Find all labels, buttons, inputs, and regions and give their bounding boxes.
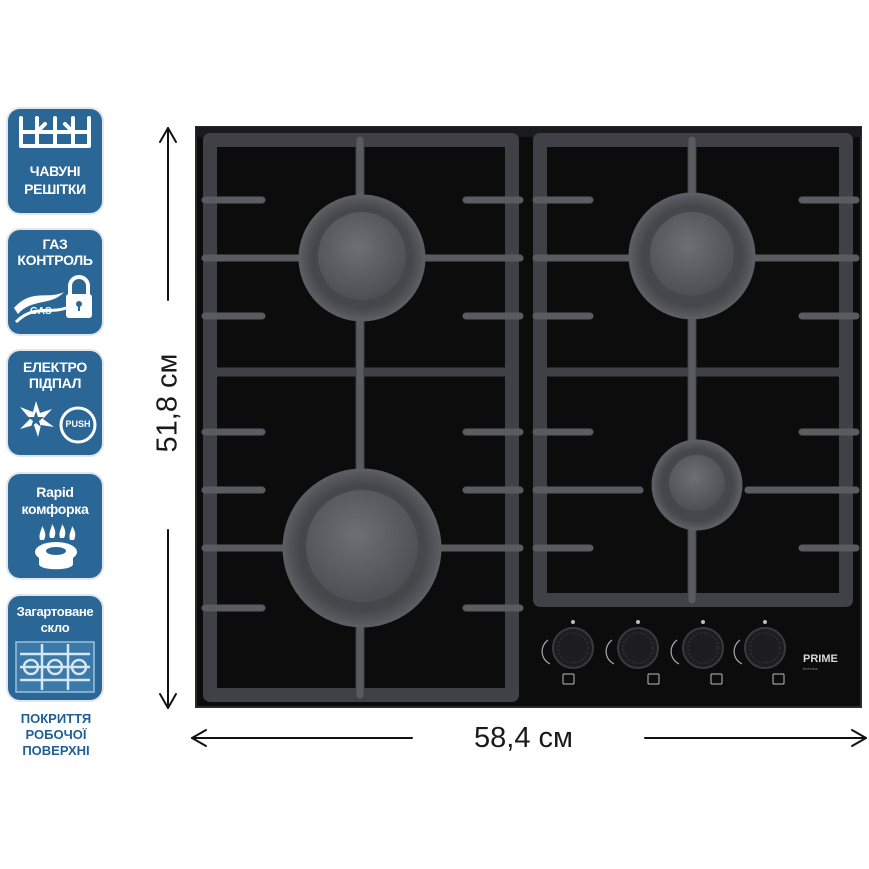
gas-lock-icon	[14, 275, 92, 324]
badge-line2: комфорка	[21, 501, 89, 517]
burner-top-left	[298, 194, 426, 322]
spark-icon	[20, 401, 54, 437]
badge-cast-iron-grates: ЧАВУНІ РЕШІТКИ	[8, 109, 102, 213]
badge-line1: ЧАВУНІ	[29, 163, 81, 179]
caption-line2: РОБОЧОЇ	[25, 727, 87, 742]
burner-top-right	[628, 192, 756, 320]
caption-line3: ПОВЕРХНІ	[22, 743, 90, 758]
badge-line2: РЕШІТКИ	[24, 181, 86, 197]
knob-2[interactable]	[617, 620, 660, 685]
burner-small	[651, 439, 743, 531]
caption-line1: ПОКРИТТЯ	[20, 711, 92, 726]
control-knobs	[541, 620, 786, 685]
surface-caption: ПОКРИТТЯ РОБОЧОЇ ПОВЕРХНІ	[0, 711, 112, 759]
badge-line1: ЕЛЕКТРО	[23, 359, 87, 375]
badge-line1: ГАЗ	[42, 236, 68, 252]
badge-tempered-glass: Загартоване скло	[8, 596, 102, 700]
tempered-glass-icon	[15, 641, 95, 693]
push-button-icon	[59, 406, 97, 444]
badge-line2: скло	[40, 620, 70, 635]
glass-panel	[195, 126, 862, 708]
grate-icon	[19, 116, 91, 148]
gas-label: GAS	[30, 306, 52, 317]
badge-line2: ПІДПАЛ	[28, 375, 82, 391]
knob-4[interactable]	[744, 620, 786, 685]
badge-gas-control: ГАЗ КОНТРОЛЬ GAS	[8, 230, 102, 334]
brand-sub: technics	[803, 666, 818, 671]
badge-line1: Загартоване	[16, 604, 94, 619]
brand-logo: PRIME	[803, 653, 838, 665]
badge-rapid-burner: Rapid комфорка	[8, 474, 102, 578]
badge-line2: КОНТРОЛЬ	[17, 252, 93, 268]
badge-electric-ignition: ЕЛЕКТРО ПІДПАЛ PUSH	[8, 351, 102, 455]
rapid-burner-icon	[35, 524, 77, 570]
badge-line1: Rapid	[36, 484, 74, 500]
burner-rapid	[282, 468, 442, 628]
width-dimension-label: 58,4 см	[474, 722, 573, 754]
push-label: PUSH	[65, 419, 91, 429]
knob-1[interactable]	[552, 620, 594, 685]
knob-3[interactable]	[682, 620, 724, 685]
